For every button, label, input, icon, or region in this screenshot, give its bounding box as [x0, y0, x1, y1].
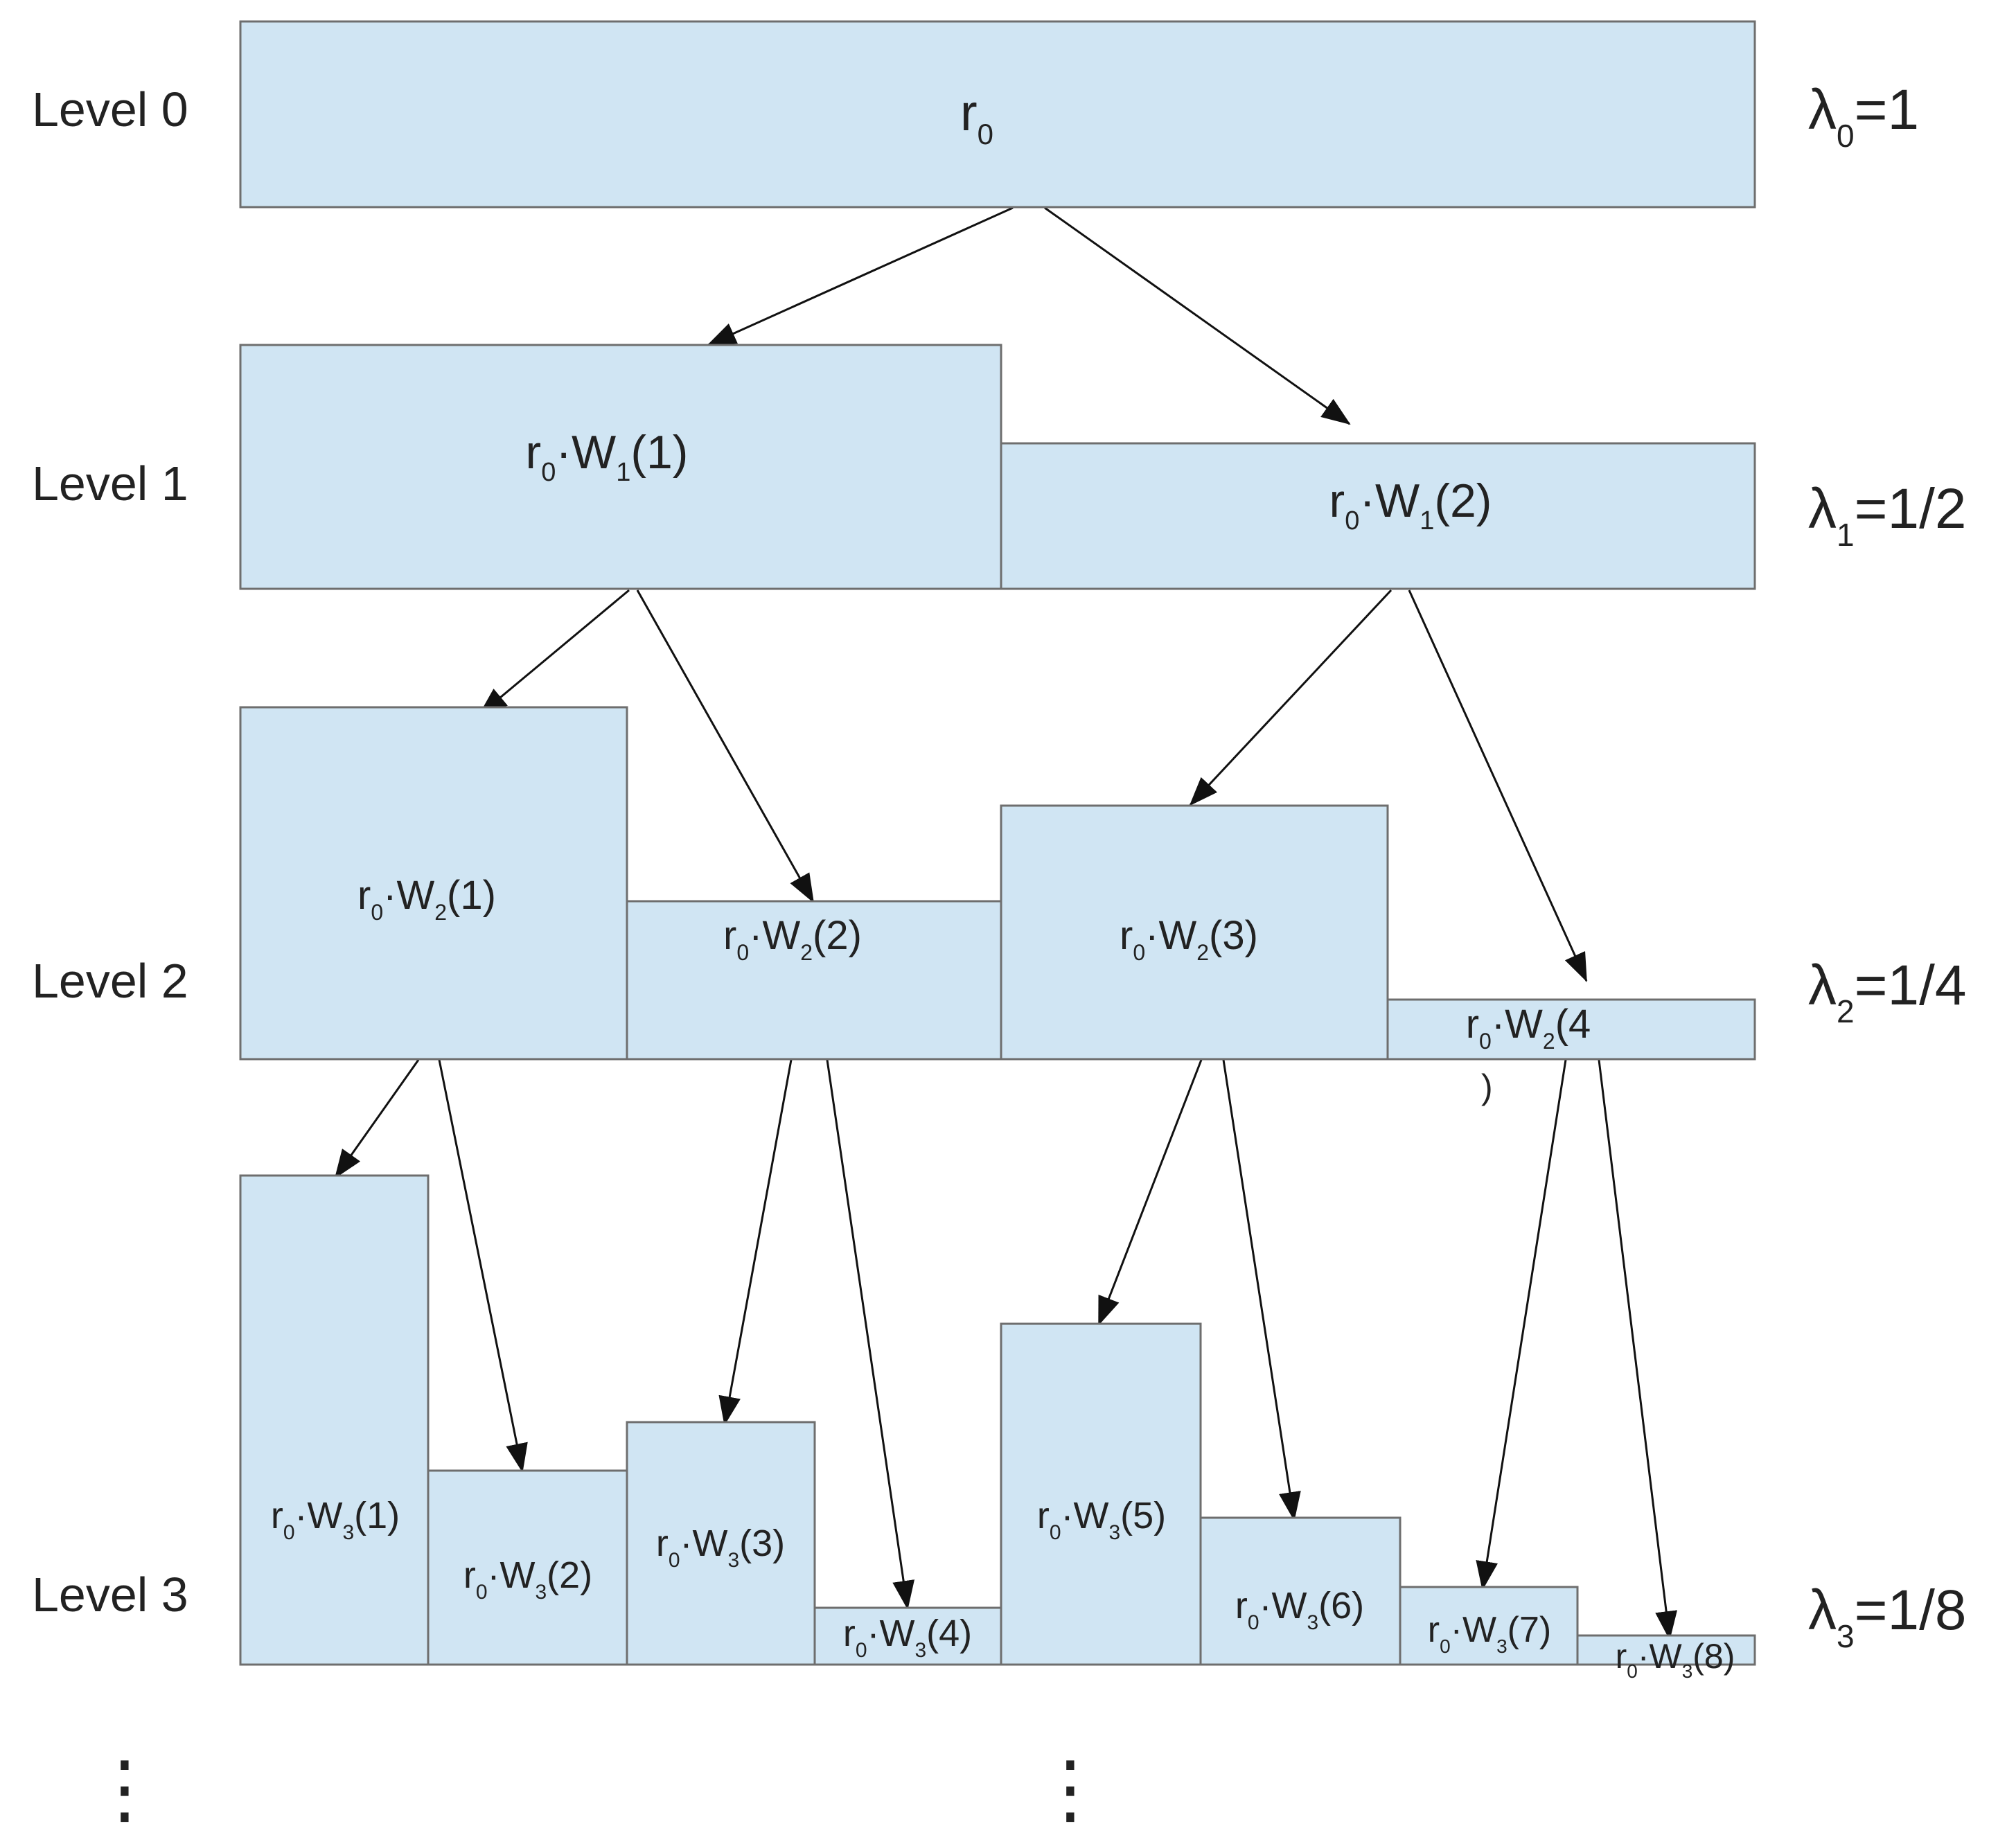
level-1-row: Level 1 r0·W1(1) r0·W1(2) λ1=1/2 — [32, 344, 1966, 590]
node-box-l2-4 — [1386, 998, 1756, 1061]
level-label: Level 0 — [32, 82, 188, 136]
node-label-l3-4: r0·W3(4) — [843, 1613, 972, 1662]
node-label-l2-1: r0·W2(1) — [357, 873, 496, 925]
node-box-l2-1 — [239, 706, 628, 1061]
node-label-l3-6: r0·W3(6) — [1235, 1585, 1364, 1634]
node-box-l1-1 — [239, 344, 1002, 590]
arrow-l1-2-to-l2-4 — [1408, 589, 1588, 982]
node-box-l3-7 — [1399, 1586, 1579, 1666]
node-box-l2-3 — [1000, 804, 1389, 1061]
node-label-l2-3: r0·W2(3) — [1120, 913, 1258, 965]
continuation-dots-middle: ⋮ — [1032, 1746, 1108, 1832]
node-box-l0-1 — [239, 20, 1756, 209]
node-box-l3-2 — [427, 1469, 628, 1666]
arrow-l2-1-to-l3-2 — [438, 1059, 528, 1473]
level-label: Level 2 — [32, 954, 188, 1008]
node-label-l3-3: r0·W3(3) — [656, 1523, 785, 1572]
node-label-l0-1: r0 — [960, 84, 993, 150]
arrow-l1-1-to-l2-1 — [478, 589, 630, 716]
arrows — [334, 206, 1678, 1640]
node-box-l3-8 — [1576, 1634, 1756, 1666]
node-label-l3-2: r0·W3(2) — [463, 1554, 592, 1604]
node-label-l2-4: r0·W2(4 — [1466, 1002, 1591, 1054]
node-box-l3-6 — [1199, 1516, 1402, 1666]
node-label-l3-8: r0·W3(8) — [1616, 1637, 1735, 1682]
arrow-l2-3-to-l3-5 — [1097, 1059, 1203, 1326]
arrow-l2-2-to-l3-3 — [718, 1059, 793, 1426]
node-label-l1-2: r0·W1(2) — [1329, 475, 1492, 535]
arrow-l2-3-to-l3-6 — [1222, 1059, 1301, 1521]
node-box-l3-3 — [626, 1421, 816, 1666]
node-label-l3-5: r0·W3(5) — [1037, 1495, 1166, 1544]
arrow-l0-to-l1-1 — [707, 206, 1014, 346]
node-box-l3-1 — [239, 1174, 430, 1666]
arrow-l0-to-l1-2 — [1044, 206, 1351, 425]
arrow-l2-1-to-l3-1 — [334, 1059, 420, 1179]
arrow-l1-2-to-l2-3 — [1189, 589, 1392, 806]
continuation-dots-left: ⋮ — [87, 1746, 163, 1832]
node-label-l1-1: r0·W1(1) — [526, 426, 689, 487]
arrow-l2-4-to-l3-7 — [1476, 1059, 1567, 1590]
node-box-l1-2 — [1000, 442, 1756, 590]
node-label-l2-2: r0·W2(2) — [723, 913, 862, 965]
arrow-l1-1-to-l2-2 — [636, 589, 815, 903]
node-label-l3-1: r0·W3(1) — [271, 1495, 400, 1544]
lambda-label: λ1=1/2 — [1808, 477, 1966, 553]
arrow-l2-2-to-l3-4 — [826, 1059, 915, 1610]
node-label-l2-4-overflow: ) — [1481, 1067, 1493, 1106]
level-label: Level 1 — [32, 456, 188, 511]
node-label-l3-7: r0·W3(7) — [1428, 1610, 1551, 1657]
node-box-l3-5 — [1000, 1322, 1202, 1666]
lambda-label: λ3=1/8 — [1808, 1579, 1966, 1654]
arrow-l2-4-to-l3-8 — [1598, 1059, 1678, 1640]
lambda-label: λ2=1/4 — [1808, 954, 1966, 1029]
lambda-label: λ0=1 — [1808, 78, 1919, 154]
level-2-row: Level 2 r0·W2(1) r0·W2(2) r0·W2(3) r0·W2… — [32, 706, 1966, 1106]
level-label: Level 3 — [32, 1568, 188, 1622]
level-0-row: Level 0 r0 λ0=1 — [32, 20, 1919, 209]
node-box-l2-2 — [626, 900, 1002, 1061]
level-3-row: Level 3 r0·W3(1) r0·W3(2) r0·W3(3) r0·W3… — [32, 1174, 1966, 1682]
node-box-l3-4 — [813, 1606, 1002, 1666]
